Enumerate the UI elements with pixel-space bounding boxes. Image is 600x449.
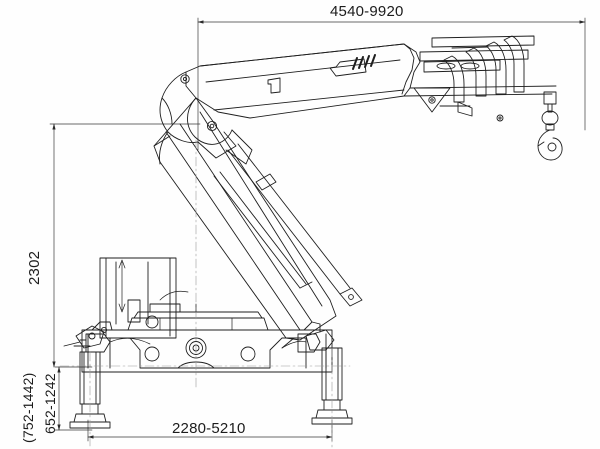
- outer-telescopic-boom: [185, 43, 421, 119]
- dimension-outreach: [197, 17, 586, 151]
- dimension-height: [49, 123, 201, 368]
- lift-cylinder: [227, 143, 363, 307]
- rotation-column: [99, 257, 177, 339]
- dimension-label-height: 2302: [26, 250, 43, 285]
- hydraulic-hoses: [109, 290, 307, 349]
- telescopic-extensions: [403, 35, 557, 113]
- base-frame: [81, 303, 333, 373]
- center-lines: [59, 139, 351, 449]
- dimension-label-leg-stroke: 652-1242: [42, 373, 58, 434]
- dimension-label-outrigger-span: 2280-5210: [172, 420, 246, 437]
- dimension-label-leg-stroke-alt: (752-1442): [20, 372, 36, 444]
- boom-slot-detail: [267, 58, 367, 94]
- outrigger-leg-left: [63, 325, 111, 429]
- outrigger-leg-right: [305, 329, 353, 425]
- telescope-cylinder: [213, 171, 313, 289]
- knuckle-joint: [159, 97, 253, 165]
- boom-head-pivot: [159, 71, 199, 143]
- jib-sections: [439, 35, 525, 122]
- dimension-leg-stroke: [54, 366, 93, 431]
- valve-block-left: [73, 321, 113, 353]
- hook-block: [537, 91, 563, 161]
- dimension-label-outreach: 4540-9920: [330, 3, 404, 20]
- valve-block-right: [281, 321, 321, 353]
- base-details: [159, 303, 233, 331]
- boom-hatch-marks: [352, 54, 376, 70]
- inner-boom: [153, 97, 337, 341]
